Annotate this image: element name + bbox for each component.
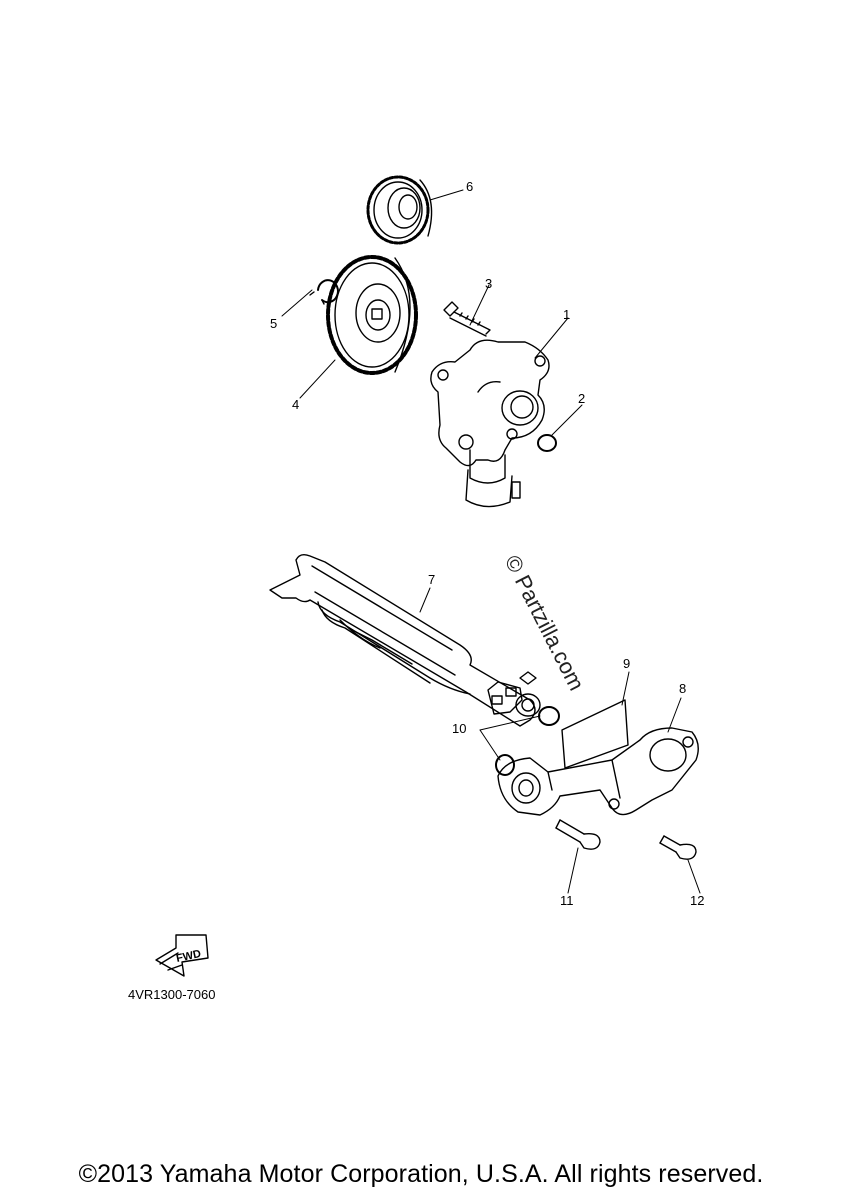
drawing-code: 4VR1300-7060 bbox=[128, 987, 216, 1002]
callout-label: 7 bbox=[428, 572, 435, 587]
idler-gear-part bbox=[366, 175, 433, 245]
o-ring-2-part bbox=[537, 434, 557, 452]
callout-label: 9 bbox=[623, 656, 630, 671]
bolt-3-part bbox=[443, 301, 491, 337]
callout-label: 2 bbox=[578, 391, 585, 406]
driven-gear-part bbox=[326, 255, 418, 375]
callout-label: 10 bbox=[452, 721, 466, 736]
callout-label: 8 bbox=[679, 681, 686, 696]
oil-pipe-part bbox=[269, 553, 541, 727]
copyright-notice: ©2013 Yamaha Motor Corporation, U.S.A. A… bbox=[78, 1160, 764, 1188]
callout-label: 11 bbox=[560, 893, 574, 908]
delivery-pipe-part bbox=[497, 727, 699, 816]
fwd-label: FWD bbox=[175, 948, 202, 965]
callout-label: 12 bbox=[690, 893, 704, 908]
bolt-11-part bbox=[555, 819, 601, 850]
gasket-part bbox=[561, 699, 629, 769]
callout-label: 6 bbox=[466, 179, 473, 194]
callout-label: 5 bbox=[270, 316, 277, 331]
callout-label: 1 bbox=[563, 307, 570, 322]
callout-label: 4 bbox=[292, 397, 299, 412]
leader-lines bbox=[281, 189, 701, 894]
callout-labels: 1 2 3 4 5 6 7 8 9 10 11 12 FWD bbox=[175, 179, 704, 965]
o-ring-10a-part bbox=[538, 706, 560, 726]
fwd-arrow-icon bbox=[155, 934, 209, 977]
oil-pump-body-part bbox=[430, 339, 550, 508]
callout-label: 3 bbox=[485, 276, 492, 291]
bolt-12-part bbox=[659, 835, 697, 860]
o-ring-10b-part bbox=[495, 754, 515, 776]
